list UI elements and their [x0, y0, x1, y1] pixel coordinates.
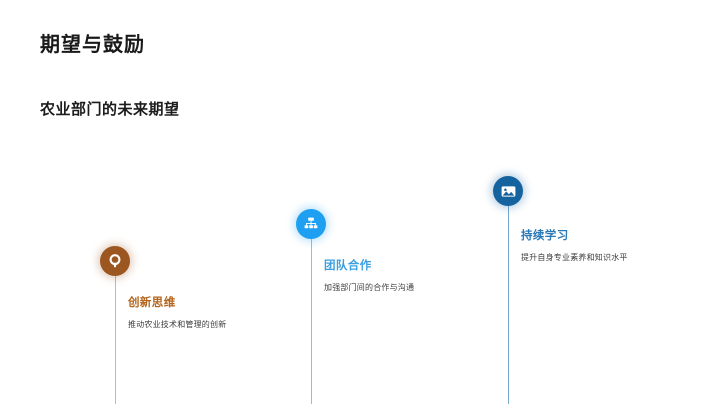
- timeline-connector-line: [310, 224, 312, 404]
- milestone-heading: 创新思维: [128, 297, 176, 309]
- award-pin-icon: [107, 253, 123, 269]
- milestone-description: 加强部门间的合作与沟通: [324, 282, 415, 292]
- timeline-connector-line: [114, 261, 116, 404]
- milestone-description: 推动农业技术和管理的创新: [128, 319, 227, 329]
- image-icon: [500, 183, 517, 200]
- sitemap-icon: [303, 216, 319, 232]
- milestone-text-block: 团队合作加强部门间的合作与沟通: [324, 259, 450, 294]
- milestone-text-block: 创新思维推动农业技术和管理的创新: [128, 296, 254, 331]
- milestone-heading: 团队合作: [324, 260, 372, 272]
- timeline-marker[interactable]: [100, 246, 130, 276]
- timeline-marker[interactable]: [493, 176, 523, 206]
- timeline-connector-line: [507, 191, 509, 404]
- page-subtitle: 农业部门的未来期望: [40, 101, 180, 118]
- milestone-description: 提升自身专业素养和知识水平: [521, 252, 628, 262]
- page-title: 期望与鼓励: [40, 34, 145, 56]
- milestone-text-block: 持续学习提升自身专业素养和知识水平: [521, 229, 647, 264]
- timeline-marker[interactable]: [296, 209, 326, 239]
- milestone-heading: 持续学习: [521, 230, 569, 242]
